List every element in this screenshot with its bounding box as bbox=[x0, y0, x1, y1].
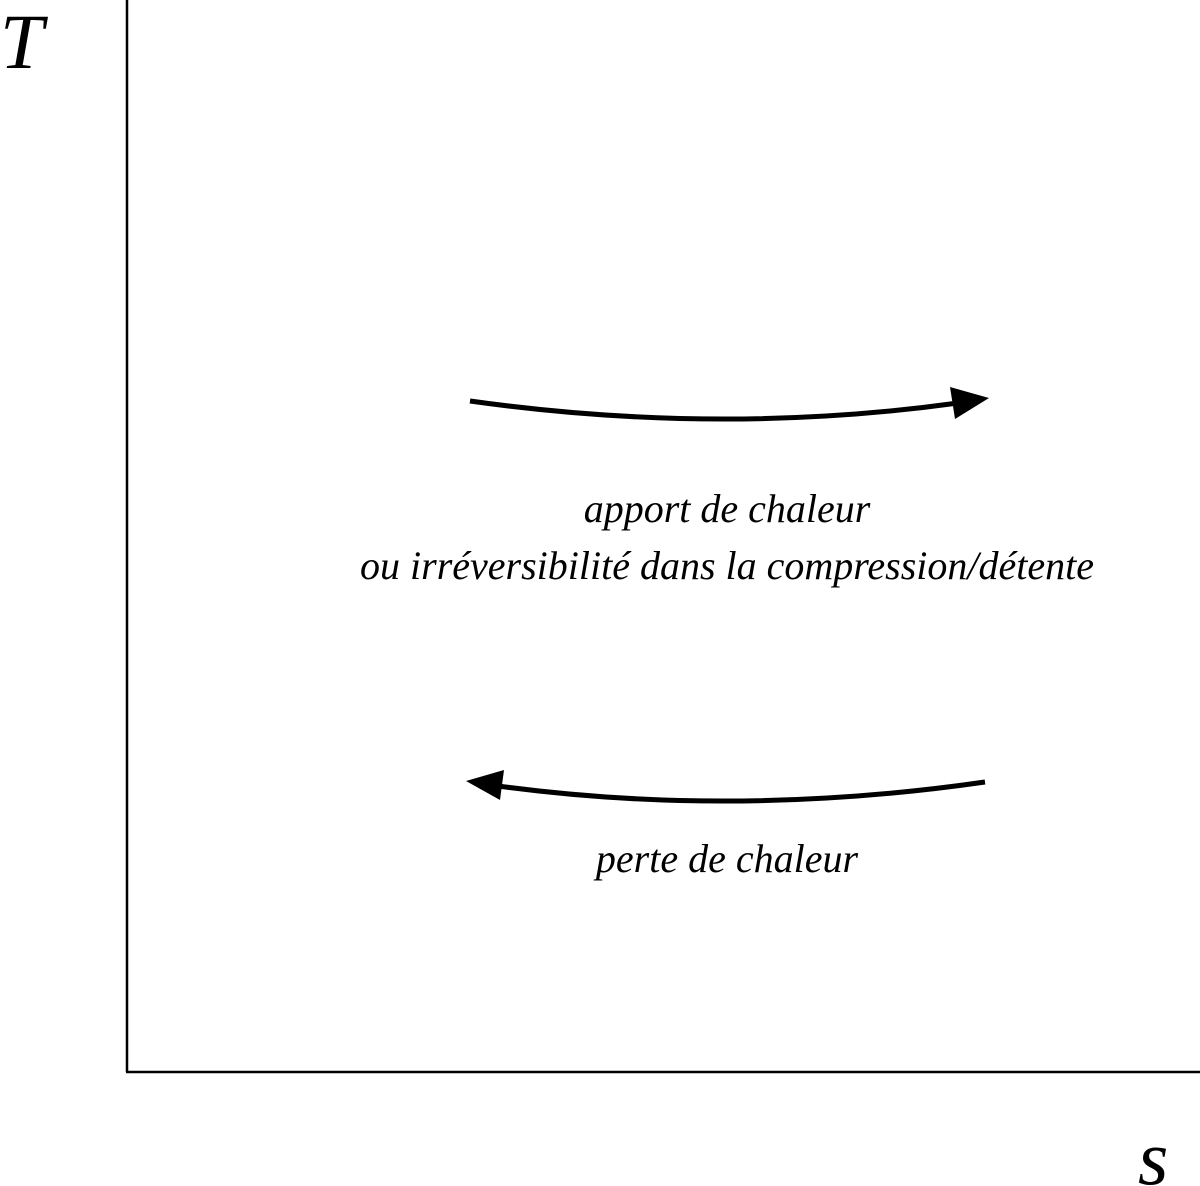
heat-loss-arrow bbox=[466, 770, 986, 804]
heat-loss-label: perte de chaleur bbox=[593, 836, 859, 881]
heat-input-arrow bbox=[469, 387, 989, 422]
heat-loss-arrowhead bbox=[466, 770, 504, 800]
x-axis-label: s bbox=[1138, 1114, 1168, 1186]
heat-input-label: apport de chaleur bbox=[584, 486, 871, 531]
heat-input-arrow-shaft bbox=[469, 398, 959, 422]
irreversibility-label: ou irréversibilité dans la compression/d… bbox=[360, 543, 1094, 588]
y-axis-label: T bbox=[0, 0, 48, 85]
heat-input-arrowhead bbox=[950, 387, 989, 419]
heat-loss-arrow-shaft bbox=[497, 779, 986, 804]
